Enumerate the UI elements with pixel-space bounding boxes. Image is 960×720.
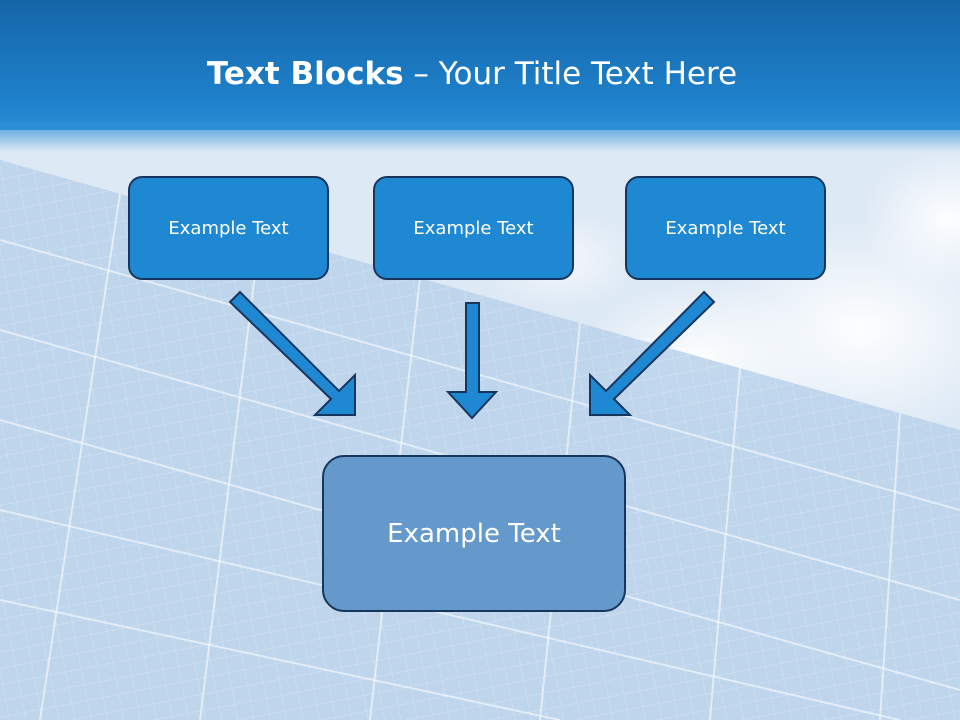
title-bar-fade [0, 122, 960, 152]
text-block-right[interactable]: Example Text [625, 176, 826, 280]
target-text-block[interactable]: Example Text [322, 455, 626, 612]
slide-title: Text Blocks – Your Title Text Here [0, 52, 944, 96]
text-block-left[interactable]: Example Text [128, 176, 329, 280]
title-bold-part: Text Blocks [206, 56, 404, 92]
title-bar [0, 0, 960, 130]
title-separator: – [403, 56, 439, 92]
arrow-down-left [589, 290, 716, 416]
arrow-down [445, 302, 499, 420]
text-block-center[interactable]: Example Text [373, 176, 574, 280]
text-block-right-label: Example Text [665, 217, 786, 239]
text-block-left-label: Example Text [168, 217, 289, 239]
title-rest: Your Title Text Here [438, 56, 738, 92]
text-block-center-label: Example Text [413, 217, 534, 239]
target-text-block-label: Example Text [387, 518, 561, 549]
arrow-down-right [228, 290, 356, 416]
